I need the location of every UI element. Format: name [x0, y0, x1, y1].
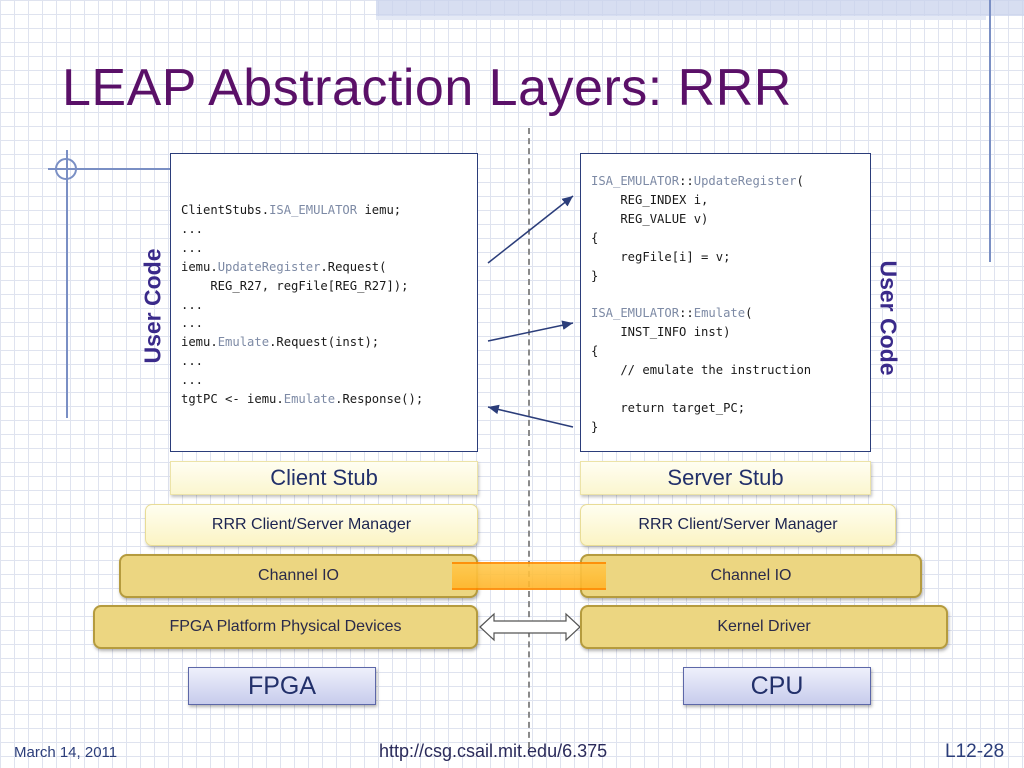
client-code-line: ...: [181, 222, 203, 236]
server-code-line: regFile[i] = v;: [591, 250, 730, 264]
server-channel-io-box: Channel IO: [580, 554, 922, 598]
client-code-line: ...: [181, 241, 203, 255]
code-text: (: [745, 306, 753, 321]
code-identifier: UpdateRegister: [693, 174, 797, 188]
client-code-line: tgtPC <- iemu.Emulate.Response();: [181, 392, 423, 406]
code-text: .Request(: [320, 259, 387, 274]
code-text: }: [591, 419, 599, 434]
code-text: (: [796, 174, 804, 188]
code-text: .Response();: [335, 392, 424, 407]
server-code: ISA_EMULATOR::UpdateRegister( REG_INDEX …: [591, 172, 811, 437]
decorative-circle: [55, 158, 77, 180]
fpga-platform-devices-box: FPGA Platform Physical Devices: [93, 605, 478, 649]
cpu-box: CPU: [683, 667, 871, 705]
code-text: ClientStubs.: [181, 203, 270, 217]
code-text: ...: [181, 240, 204, 255]
client-code-line: ...: [181, 354, 203, 368]
server-code-line: {: [591, 231, 598, 245]
top-band: [376, 0, 1024, 16]
code-text: ...: [181, 316, 204, 331]
client-code: ClientStubs.ISA_EMULATOR iemu; ... ... i…: [181, 201, 423, 409]
server-code-box: [580, 153, 871, 452]
server-code-line: // emulate the instruction: [591, 363, 811, 377]
code-text: tgtPC <- iemu.: [181, 392, 284, 407]
code-identifier: ISA_EMULATOR: [591, 174, 680, 188]
emulate-request-arrow: [487, 320, 574, 342]
client-channel-io-box: Channel IO: [119, 554, 478, 598]
code-text: REG_INDEX i,: [591, 192, 709, 207]
emulate-response-arrow: [487, 404, 574, 428]
code-text: iemu.: [181, 335, 218, 350]
server-code-line: ISA_EMULATOR::Emulate(: [591, 306, 752, 320]
code-text: ...: [181, 297, 204, 312]
code-text: {: [591, 344, 599, 359]
code-text: ...: [181, 373, 204, 388]
top-band-shadow: [376, 16, 986, 20]
code-text: INST_INFO inst): [591, 325, 731, 340]
footer-url[interactable]: http://csg.csail.mit.edu/6.375: [379, 741, 608, 761]
client-code-line: ClientStubs.ISA_EMULATOR iemu;: [181, 203, 401, 217]
code-text: ::: [679, 306, 694, 321]
code-text: ::: [679, 174, 694, 188]
fpga-box: FPGA: [188, 667, 376, 705]
code-text: iemu;: [357, 203, 402, 217]
decorative-line: [989, 0, 991, 262]
client-code-line: REG_R27, regFile[REG_R27]);: [181, 279, 408, 293]
code-text: .Request(inst);: [269, 335, 380, 350]
code-text: REG_VALUE v): [591, 211, 709, 226]
client-stub-box: Client Stub: [170, 461, 478, 495]
center-divider: [528, 128, 530, 748]
footer-date: March 14, 2011: [14, 744, 118, 761]
code-text: regFile[i] = v;: [591, 249, 731, 264]
channel-link: [452, 562, 606, 590]
client-code-line: ...: [181, 373, 203, 387]
code-text: {: [591, 230, 599, 245]
code-text: // emulate the instruction: [591, 363, 812, 378]
update-register-request-arrow: [487, 195, 574, 264]
code-identifier: ISA_EMULATOR: [591, 306, 680, 321]
server-stub-box: Server Stub: [580, 461, 871, 495]
client-rrr-manager-box: RRR Client/Server Manager: [145, 504, 478, 546]
code-identifier: Emulate: [693, 306, 746, 321]
decorative-line: [48, 168, 246, 170]
code-identifier: ISA_EMULATOR: [269, 203, 358, 217]
physical-link-arrow: [479, 612, 581, 642]
code-identifier: Emulate: [283, 392, 336, 407]
server-code-line: REG_VALUE v): [591, 212, 708, 226]
client-code-line: iemu.UpdateRegister.Request(: [181, 260, 386, 274]
server-rrr-manager-box: RRR Client/Server Manager: [580, 504, 896, 546]
server-code-line: {: [591, 344, 598, 358]
code-identifier: Emulate: [217, 335, 270, 350]
code-text: ...: [181, 354, 204, 369]
server-code-line: }: [591, 269, 598, 283]
server-code-line: INST_INFO inst): [591, 325, 730, 339]
kernel-driver-box: Kernel Driver: [580, 605, 948, 649]
server-code-line: return target_PC;: [591, 401, 745, 415]
code-text: REG_R27, regFile[REG_R27]);: [181, 278, 409, 293]
client-code-line: ...: [181, 298, 203, 312]
client-code-line: iemu.Emulate.Request(inst);: [181, 335, 379, 349]
footer-page-number: L12-28: [945, 741, 1005, 762]
code-text: iemu.: [181, 259, 218, 274]
code-text: }: [591, 268, 599, 283]
code-text: ...: [181, 221, 204, 236]
slide-title: LEAP Abstraction Layers: RRR: [62, 59, 792, 117]
client-code-box: [170, 153, 478, 452]
server-code-line: REG_INDEX i,: [591, 193, 708, 207]
server-code-line: }: [591, 420, 598, 434]
code-identifier: UpdateRegister: [217, 259, 321, 274]
code-text: return target_PC;: [591, 400, 746, 415]
decorative-line: [66, 150, 68, 418]
client-code-line: ...: [181, 316, 203, 330]
server-code-line: ISA_EMULATOR::UpdateRegister(: [591, 174, 804, 188]
